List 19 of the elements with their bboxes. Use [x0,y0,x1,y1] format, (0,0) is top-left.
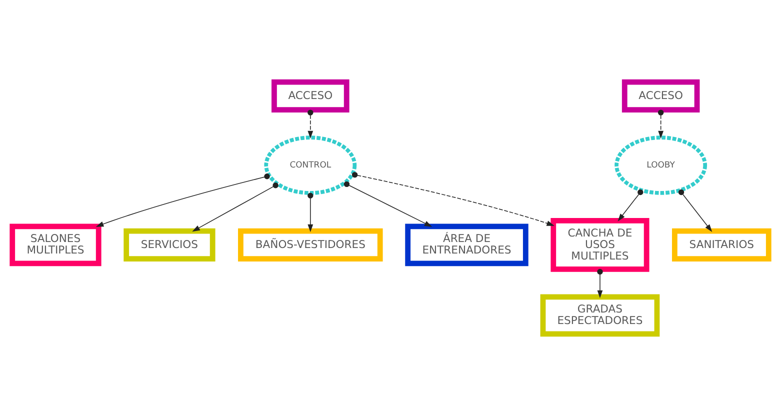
arrow [678,188,712,232]
node-box: GRADAS ESPECTADORES [540,294,660,336]
node-box: SALONES MULTIPLES [10,223,102,266]
node-box: CANCHA DE USOS MULTIPLES [550,218,650,272]
arrow [192,182,278,232]
arrow [96,173,270,226]
node-box: ACCESO [272,78,350,112]
arrow [308,192,314,232]
node-box: ACCESO [622,78,700,112]
node-box: BAÑOS-VESTIDORES [238,228,383,262]
node-box: SERVICIOS [124,228,216,262]
node-box: SANITARIOS [672,228,772,262]
arrow [352,171,554,226]
node-box: ÁREA DE ENTRENADORES [405,223,528,266]
arrow [344,180,432,226]
arrow [597,268,603,298]
arrow [618,188,644,221]
arrow [308,109,314,138]
arrow [658,109,664,138]
